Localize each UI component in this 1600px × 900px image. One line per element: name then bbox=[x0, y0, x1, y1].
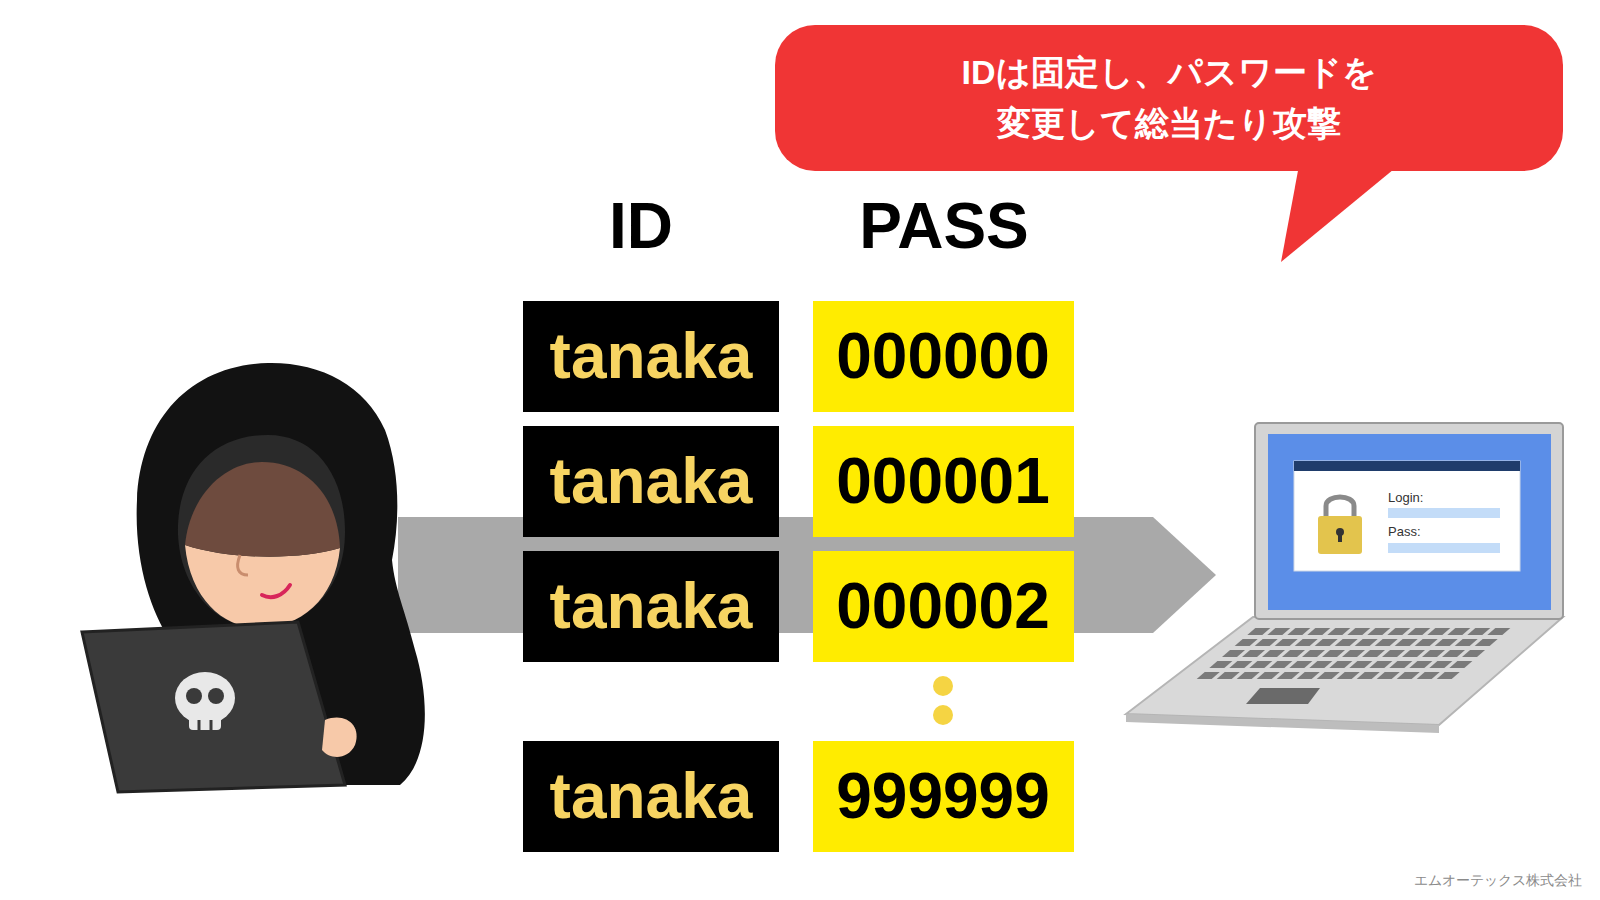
watermark: エムオーテックス株式会社 bbox=[1414, 873, 1582, 888]
ellipsis-dot bbox=[933, 705, 953, 725]
keyboard-key bbox=[1347, 628, 1370, 635]
credential-text: tanaka bbox=[550, 446, 753, 516]
keyboard-key bbox=[1277, 672, 1300, 679]
keyboard-key bbox=[1377, 672, 1400, 679]
keyboard-key bbox=[1455, 639, 1478, 646]
keyboard-key bbox=[1287, 628, 1310, 635]
credential-text: 000000 bbox=[836, 321, 1050, 391]
keyboard-key bbox=[1487, 628, 1510, 635]
keyboard-key bbox=[1467, 628, 1490, 635]
keyboard-key bbox=[1415, 639, 1438, 646]
keyboard-key bbox=[1282, 650, 1305, 657]
keyboard-key bbox=[1307, 628, 1330, 635]
password-box: 000002 bbox=[813, 551, 1074, 662]
keyboard-key bbox=[1315, 639, 1338, 646]
keyboard-key bbox=[1297, 672, 1320, 679]
keyboard-key bbox=[1242, 650, 1265, 657]
keyboard-key bbox=[1369, 661, 1392, 668]
keyboard-key bbox=[1395, 639, 1418, 646]
id-box: tanaka bbox=[523, 741, 779, 852]
keyboard-key bbox=[1357, 672, 1380, 679]
keyboard-key bbox=[1437, 672, 1460, 679]
keyboard-key bbox=[1269, 661, 1292, 668]
credential-text: tanaka bbox=[550, 761, 753, 831]
password-box: 999999 bbox=[813, 741, 1074, 852]
keyboard-key bbox=[1229, 661, 1252, 668]
callout-text: IDは固定し、パスワードを 変更して総当たり攻撃 bbox=[889, 47, 1449, 149]
keyboard-key bbox=[1442, 650, 1465, 657]
id-box: tanaka bbox=[523, 426, 779, 537]
password-box: 000000 bbox=[813, 301, 1074, 412]
credential-text: 000001 bbox=[836, 446, 1050, 516]
keyboard-key bbox=[1397, 672, 1420, 679]
keyboard-key bbox=[1447, 628, 1470, 635]
keyboard-key bbox=[1197, 672, 1220, 679]
keyboard-key bbox=[1217, 672, 1240, 679]
keyboard-key bbox=[1209, 661, 1232, 668]
keyboard-key bbox=[1462, 650, 1485, 657]
keyboard-key bbox=[1329, 661, 1352, 668]
bubble-tail bbox=[1281, 160, 1405, 262]
keyboard-key bbox=[1257, 672, 1280, 679]
keyboard-key bbox=[1407, 628, 1430, 635]
keyboard-key bbox=[1382, 650, 1405, 657]
attack-arrow bbox=[398, 517, 1216, 633]
keyboard-key bbox=[1427, 628, 1450, 635]
keyboard-key bbox=[1275, 639, 1298, 646]
login-field-label: Pass: bbox=[1388, 525, 1421, 539]
keyboard-key bbox=[1429, 661, 1452, 668]
keyboard-key bbox=[1409, 661, 1432, 668]
column-header: PASS bbox=[859, 191, 1029, 261]
keyboard-key bbox=[1237, 672, 1260, 679]
keyboard-key bbox=[1337, 672, 1360, 679]
keyboard-key bbox=[1267, 628, 1290, 635]
keyboard-key bbox=[1355, 639, 1378, 646]
keyboard-key bbox=[1402, 650, 1425, 657]
keyboard-key bbox=[1389, 661, 1412, 668]
keyboard-key bbox=[1417, 672, 1440, 679]
keyboard-key bbox=[1422, 650, 1445, 657]
keyboard-key bbox=[1249, 661, 1272, 668]
id-box: tanaka bbox=[523, 301, 779, 412]
credential-text: 000002 bbox=[836, 571, 1050, 641]
keyboard-key bbox=[1222, 650, 1245, 657]
column-header: ID bbox=[609, 191, 673, 261]
keyboard-key bbox=[1375, 639, 1398, 646]
keyboard-key bbox=[1322, 650, 1345, 657]
credential-text: tanaka bbox=[550, 321, 753, 391]
keyboard-key bbox=[1317, 672, 1340, 679]
credential-text: tanaka bbox=[550, 571, 753, 641]
keyboard-key bbox=[1349, 661, 1372, 668]
keyboard-key bbox=[1327, 628, 1350, 635]
keyboard-key bbox=[1255, 639, 1278, 646]
password-box: 000001 bbox=[813, 426, 1074, 537]
ellipsis-dot bbox=[933, 676, 953, 696]
keyboard-key bbox=[1435, 639, 1458, 646]
keyboard-key bbox=[1342, 650, 1365, 657]
laptop bbox=[1126, 423, 1563, 733]
credential-text: 999999 bbox=[836, 761, 1050, 831]
keyboard-key bbox=[1289, 661, 1312, 668]
keyboard-key bbox=[1302, 650, 1325, 657]
keyboard-key bbox=[1335, 639, 1358, 646]
keyboard-key bbox=[1235, 639, 1258, 646]
keyboard-key bbox=[1362, 650, 1385, 657]
keyboard-key bbox=[1449, 661, 1472, 668]
keyboard-key bbox=[1262, 650, 1285, 657]
keyboard-key bbox=[1295, 639, 1318, 646]
hacker-figure bbox=[82, 363, 425, 792]
keyboard-key bbox=[1247, 628, 1270, 635]
keyboard-key bbox=[1475, 639, 1498, 646]
id-box: tanaka bbox=[523, 551, 779, 662]
keyboard-key bbox=[1387, 628, 1410, 635]
keyboard-key bbox=[1367, 628, 1390, 635]
speech-bubble: IDは固定し、パスワードを 変更して総当たり攻撃 bbox=[775, 25, 1563, 171]
login-field-label: Login: bbox=[1388, 491, 1423, 505]
keyboard-key bbox=[1309, 661, 1332, 668]
